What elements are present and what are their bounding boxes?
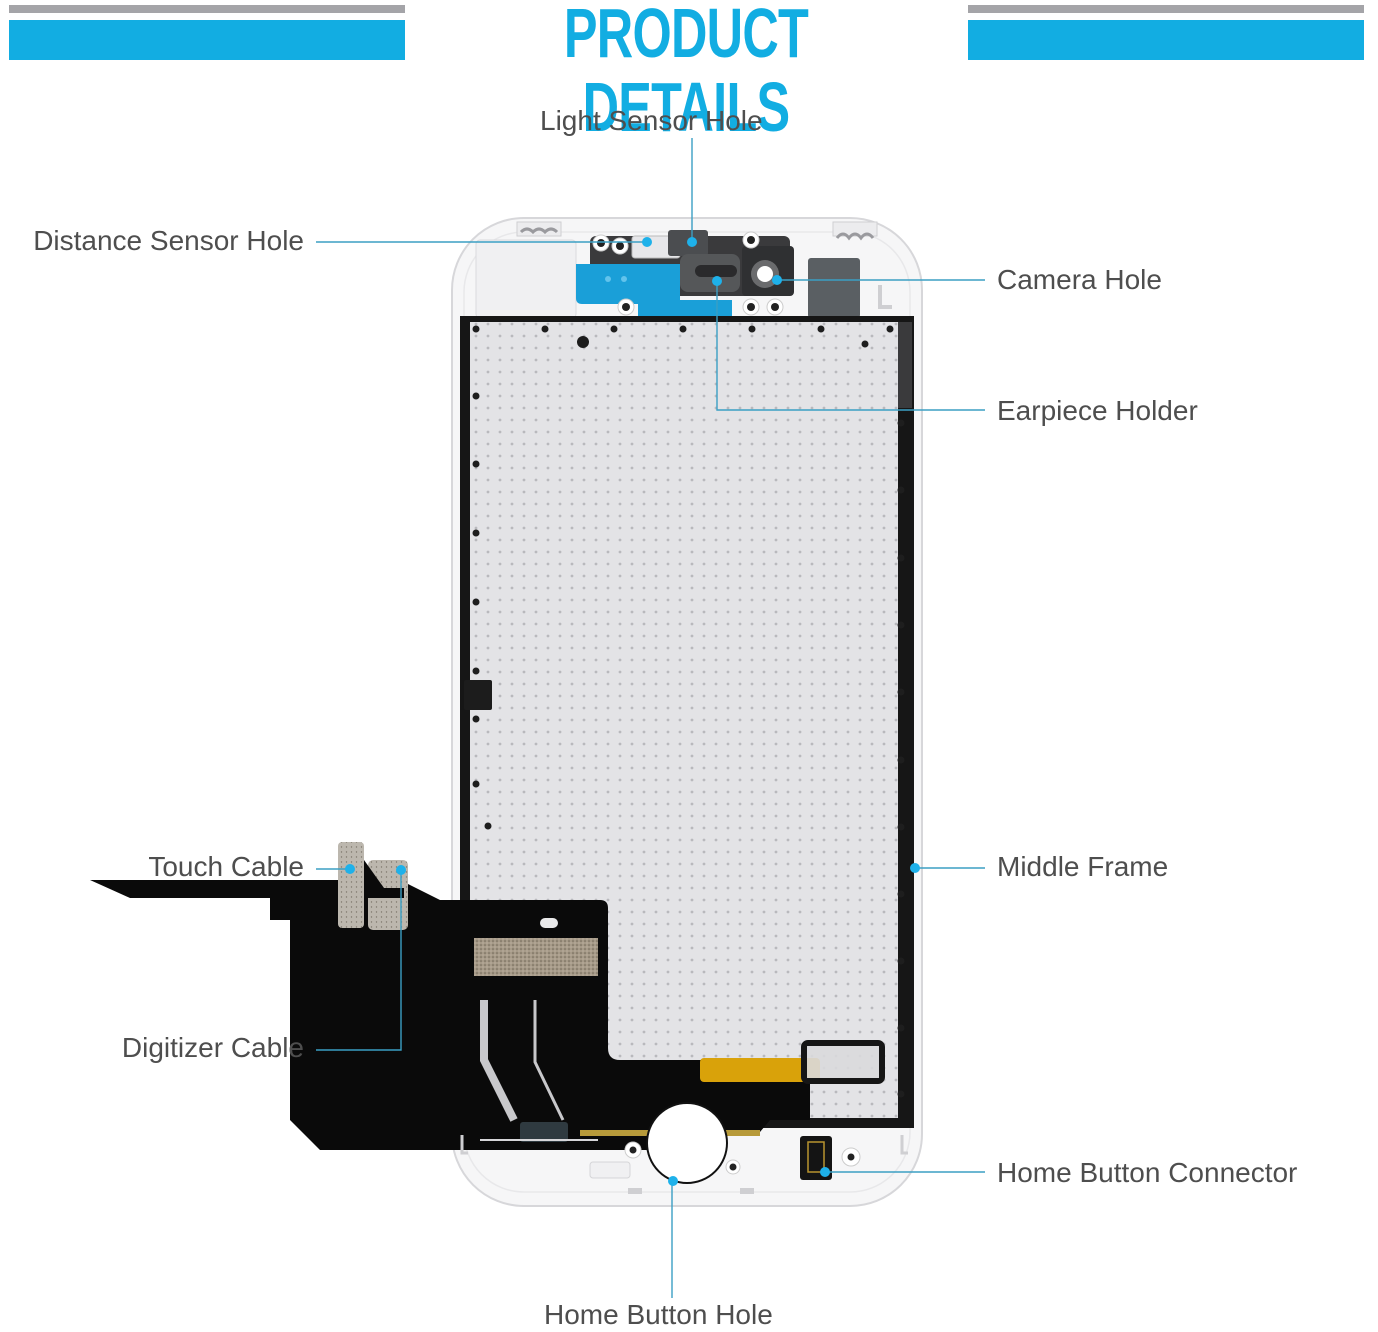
label-earpiece-holder: Earpiece Holder	[997, 395, 1198, 426]
callout-dot-touch-cable	[345, 864, 355, 874]
callout-dot-home-connector	[820, 1167, 830, 1177]
callout-dot-middle-frame	[910, 863, 920, 873]
header-divider-gray-left	[9, 5, 405, 13]
callout-dot-distance-sensor	[642, 237, 652, 247]
callout-dot-earpiece	[712, 276, 722, 286]
callout-dot-light-sensor	[687, 237, 697, 247]
label-distance-sensor-hole: Distance Sensor Hole	[33, 225, 304, 256]
callout-line-earpiece	[716, 283, 985, 411]
label-light-sensor-hole: Light Sensor Hole	[540, 105, 763, 136]
callout-lines	[316, 138, 985, 1298]
panel-screw-dots	[472, 325, 905, 1098]
callout-line-digitizer	[316, 870, 402, 1051]
header-divider-blue-left	[9, 20, 405, 60]
label-digitizer-cable: Digitizer Cable	[121, 1032, 304, 1063]
callout-dot-camera	[772, 275, 782, 285]
top-bracket	[576, 230, 892, 320]
page-title: PRODUCT DETAILS	[563, 0, 809, 146]
label-home-button-hole: Home Button Hole	[544, 1299, 773, 1330]
label-home-button-connector: Home Button Connector	[997, 1157, 1298, 1188]
bottom-frame	[460, 1102, 908, 1194]
callout-dot-home-hole	[668, 1176, 678, 1186]
label-camera-hole: Camera Hole	[997, 264, 1162, 295]
callout-dot-digitizer	[396, 865, 406, 875]
flex-cable	[90, 880, 885, 1150]
touch-cable-tail	[338, 842, 408, 930]
header-divider-blue-right	[968, 20, 1364, 60]
label-middle-frame: Middle Frame	[997, 851, 1169, 882]
header-divider-gray-right	[968, 5, 1364, 13]
callout-dots	[345, 237, 920, 1186]
label-touch-cable: Touch Cable	[148, 851, 304, 882]
